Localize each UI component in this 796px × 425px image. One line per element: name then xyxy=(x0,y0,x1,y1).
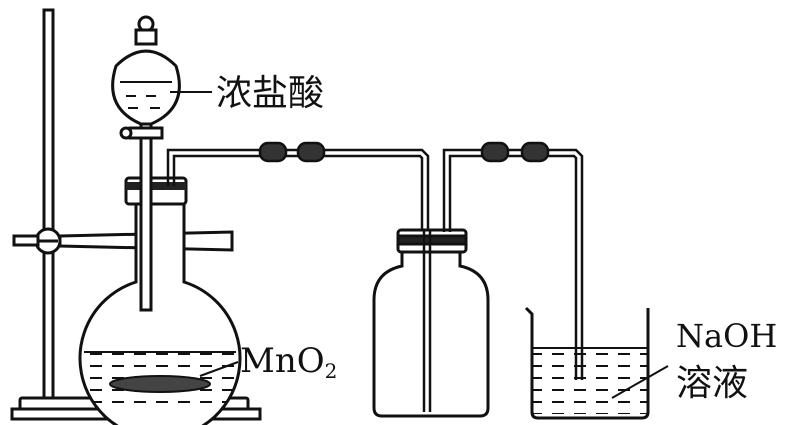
naoh-label-line1: NaOH xyxy=(676,317,778,355)
stand-rod xyxy=(42,8,55,404)
separatory-funnel xyxy=(111,15,181,312)
stopcock xyxy=(128,126,164,140)
funnel-bulb xyxy=(111,49,181,128)
hcl-label: 浓盐酸 xyxy=(216,73,325,114)
hose-joint-1b xyxy=(296,141,326,163)
naoh-label-line2: 溶液 xyxy=(676,363,749,404)
bottle-stopper-band xyxy=(396,234,468,246)
funnel-stem xyxy=(139,122,153,312)
mno2-label: MnO2 xyxy=(240,344,337,381)
mno2-leader xyxy=(199,361,239,377)
naoh-liquid xyxy=(532,348,648,414)
stopper-band xyxy=(126,182,186,190)
beaker xyxy=(524,306,650,420)
delivery-tube-2 xyxy=(442,141,584,380)
naoh-leader xyxy=(611,365,669,399)
hose-joint-2a xyxy=(480,141,510,163)
hose-joint-2b xyxy=(520,141,550,163)
beaker-wall xyxy=(524,306,650,420)
delivery-tube-1 xyxy=(166,141,430,340)
mno2-label-subscript: 2 xyxy=(324,359,338,383)
mno2-solid xyxy=(109,375,211,393)
hose-joint-1a xyxy=(258,141,288,163)
round-bottom-flask xyxy=(78,176,242,425)
gas-collecting-bottle xyxy=(372,228,490,418)
stopcock-handle xyxy=(119,126,133,140)
funnel-stopper xyxy=(134,28,158,46)
mno2-label-base: MnO xyxy=(240,341,325,381)
flask-stopper xyxy=(124,176,188,206)
clamp-screw xyxy=(12,234,40,247)
